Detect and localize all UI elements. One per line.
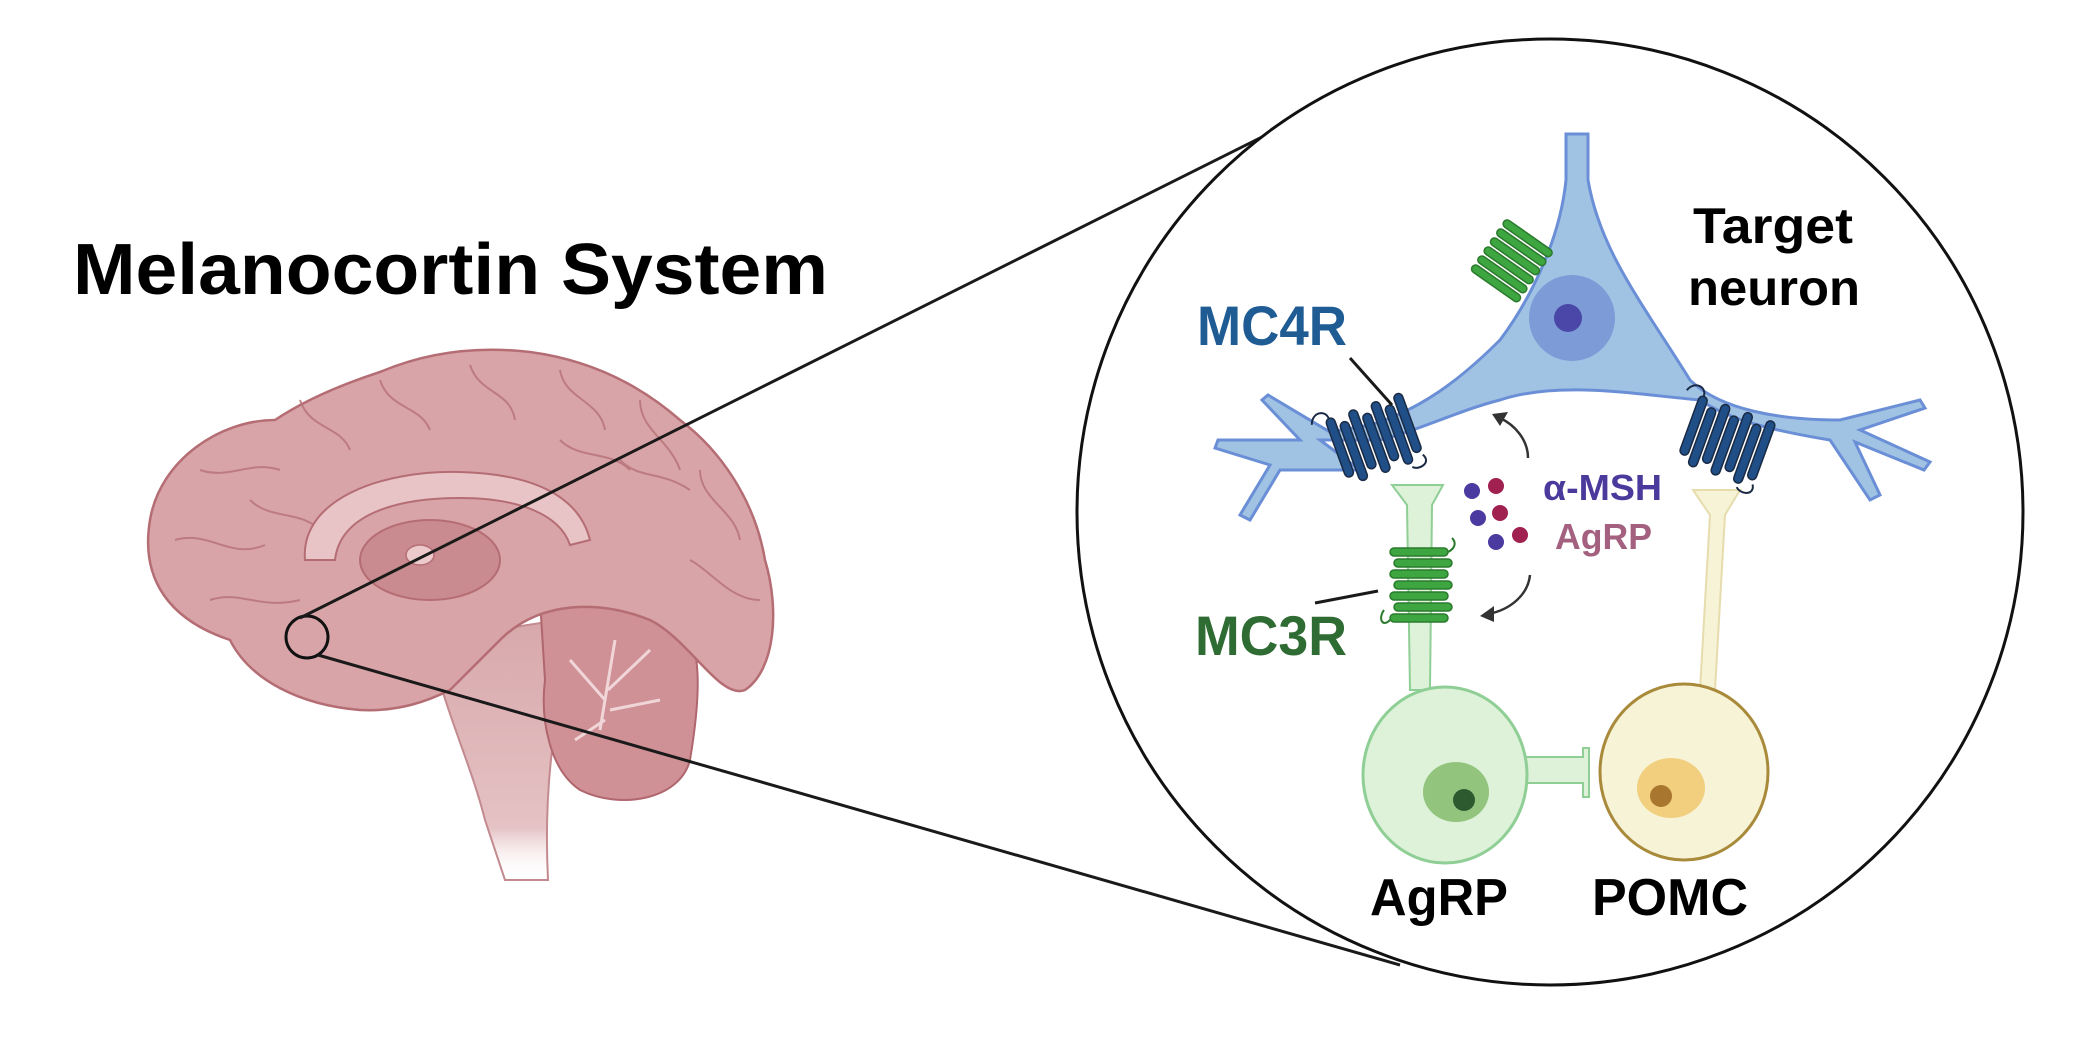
mc3r-helix [1477, 255, 1528, 294]
mc4r-helix [1746, 420, 1776, 481]
connector-line-lower [317, 653, 1401, 967]
alpha-msh-dot [1464, 483, 1480, 499]
mc4r-helix [1370, 401, 1400, 462]
mc4r-loop [1686, 384, 1754, 494]
agrp-dot [1492, 505, 1508, 521]
mc4r-loop [1310, 412, 1427, 469]
magnified-view-circle [1075, 37, 2025, 987]
target-neuron-label-line1: Target [1693, 198, 1853, 254]
agrp-neuron-label: AgRP [1370, 869, 1508, 927]
mc3r-helix [1489, 237, 1541, 276]
connector-line-upper [299, 116, 1301, 620]
mc4r-helix [1325, 417, 1355, 478]
corpus-callosum [303, 470, 592, 561]
mc4r-helix [1393, 392, 1422, 454]
mc4r-helix [1701, 403, 1731, 465]
arrow-to-mc3r-head [1480, 606, 1494, 622]
mc4r-receptor-right [1679, 384, 1776, 494]
mc3r-receptor-target [1470, 219, 1553, 303]
mc3r-helix [1389, 613, 1449, 623]
mc3r-label: MC3R [1195, 604, 1347, 667]
agrp-dot [1512, 527, 1528, 543]
mc3r-helix [1393, 602, 1453, 612]
peptide-dots [1464, 478, 1528, 550]
mc4r-helix [1710, 415, 1740, 476]
alpha-msh-dot [1488, 534, 1504, 550]
arrow-to-mc4r [1499, 416, 1530, 459]
agrp-dot [1488, 478, 1504, 494]
mc3r-helix [1502, 219, 1553, 258]
mc3r-helix [1393, 558, 1453, 568]
mc4r-receptor-left [1310, 392, 1427, 482]
arrow-to-mc4r-head [1492, 412, 1508, 426]
mc4r-helix [1687, 407, 1717, 468]
mc3r-helix [1393, 580, 1453, 590]
mc4r-helix [1362, 412, 1391, 473]
mc4r-helix [1339, 420, 1369, 482]
alpha-msh-dot [1470, 510, 1486, 526]
agrp-peptide-label: AgRP [1555, 516, 1652, 557]
mc3r-pointer-line [1314, 589, 1379, 605]
mc3r-helix [1389, 547, 1449, 557]
mc4r-helix [1724, 411, 1754, 473]
pomc-nucleolus [1650, 785, 1672, 807]
mc4r-helix [1348, 409, 1377, 470]
mc3r-helix [1496, 228, 1547, 267]
mc4r-helix [1732, 423, 1762, 484]
diagram-title: Melanocortin System [73, 230, 828, 310]
mc4r-pointer-line [1348, 357, 1394, 406]
mc3r-helix [1389, 569, 1449, 579]
pomc-nucleus [1637, 758, 1705, 818]
mc4r-helix [1384, 404, 1414, 465]
mc3r-loop [1380, 537, 1456, 624]
pomc-neuron-label: POMC [1592, 869, 1748, 927]
mc3r-helix [1483, 246, 1534, 285]
agrp-nucleus [1423, 762, 1489, 822]
agrp-nucleolus [1453, 789, 1475, 811]
mc3r-helix [1470, 264, 1522, 303]
pomc-neuron [1598, 489, 1770, 862]
brain-illustration [146, 348, 775, 881]
target-neuron-label-line2: neuron [1688, 260, 1860, 316]
mc3r-helix [1389, 591, 1449, 601]
mc4r-helix [1679, 395, 1708, 456]
arbor-vitae [568, 639, 661, 742]
mc4r-label: MC4R [1197, 294, 1347, 357]
target-nucleolus [1554, 304, 1582, 332]
alpha-msh-label: α-MSH [1543, 467, 1662, 508]
agrp-axon-to-pomc [1519, 747, 1590, 798]
mc3r-receptor-agrp [1380, 537, 1456, 624]
